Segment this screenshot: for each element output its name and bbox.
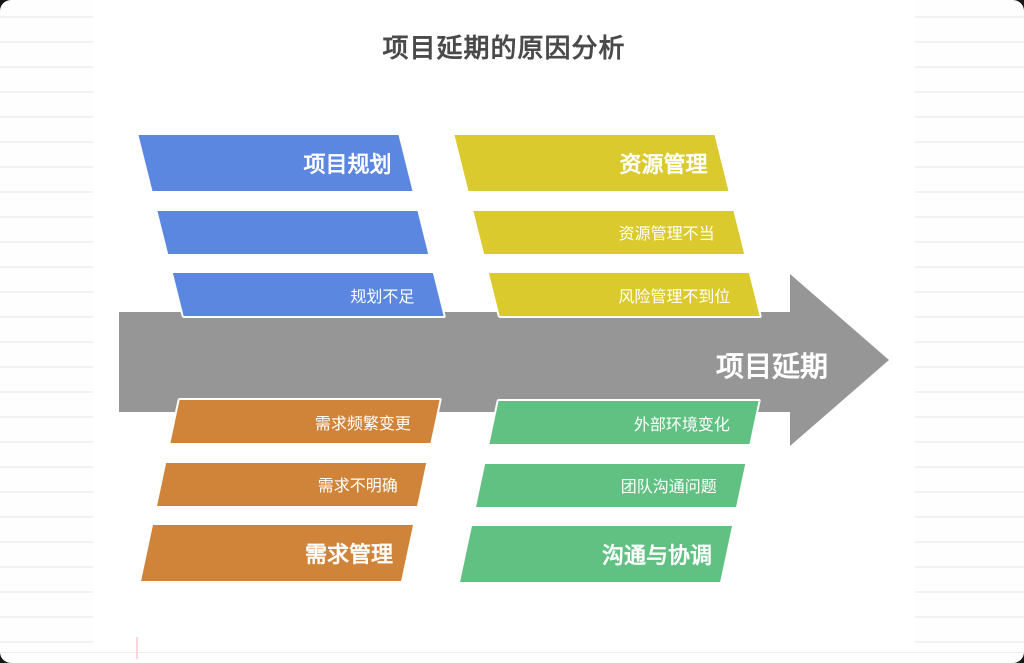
cause-shape-frequent-requirement-changes[interactable]: 需求频繁变更: [168, 398, 443, 445]
group-resource-management: 资源管理 资源管理不当 风险管理不到位: [452, 133, 763, 318]
cause-label: 资源管理不当: [618, 226, 715, 243]
category-label: 需求管理: [305, 542, 394, 567]
cause-shape-risk-management-lacking[interactable]: 风险管理不到位: [486, 271, 763, 318]
category-label: 项目规划: [303, 152, 392, 177]
cause-shape-blank[interactable]: [154, 208, 431, 256]
category-shape-project-planning[interactable]: 项目规划: [136, 133, 415, 193]
category-shape-communication-coordination[interactable]: 沟通与协调: [457, 524, 735, 584]
cause-label: 风险管理不到位: [618, 288, 731, 306]
cause-label: 需求频繁变更: [314, 415, 412, 433]
cause-label: 团队沟通问题: [620, 479, 717, 496]
group-project-planning: 项目规划 规划不足: [136, 133, 447, 318]
group-requirement-management: 需求频繁变更 需求不明确 需求管理: [138, 398, 443, 583]
category-shape-requirement-management[interactable]: 需求管理: [138, 523, 416, 583]
cause-shape-unclear-requirements[interactable]: 需求不明确: [154, 460, 429, 508]
cause-label: 规划不足: [350, 288, 415, 306]
main-arrow-label[interactable]: 项目延期: [715, 351, 828, 382]
category-shape-resource-management[interactable]: 资源管理: [452, 133, 731, 193]
cause-shape-team-communication-issues[interactable]: 团队沟通问题: [473, 461, 748, 509]
cause-label: 需求不明确: [317, 478, 398, 495]
cause-label: 外部环境变化: [633, 416, 731, 434]
category-label: 沟通与协调: [602, 543, 713, 568]
cause-shape-external-environment-change[interactable]: 外部环境变化: [487, 399, 761, 446]
cause-shape-improper-resource-management[interactable]: 资源管理不当: [470, 208, 747, 256]
category-label: 资源管理: [619, 152, 708, 177]
page-boundary-line: [0, 652, 1024, 653]
group-communication-coordination: 外部环境变化 团队沟通问题 沟通与协调: [457, 399, 761, 584]
diagram-title[interactable]: 项目延期的原因分析: [382, 33, 626, 63]
cause-shape-insufficient-planning[interactable]: 规划不足: [170, 271, 447, 318]
page-guide-marker: [136, 637, 138, 659]
